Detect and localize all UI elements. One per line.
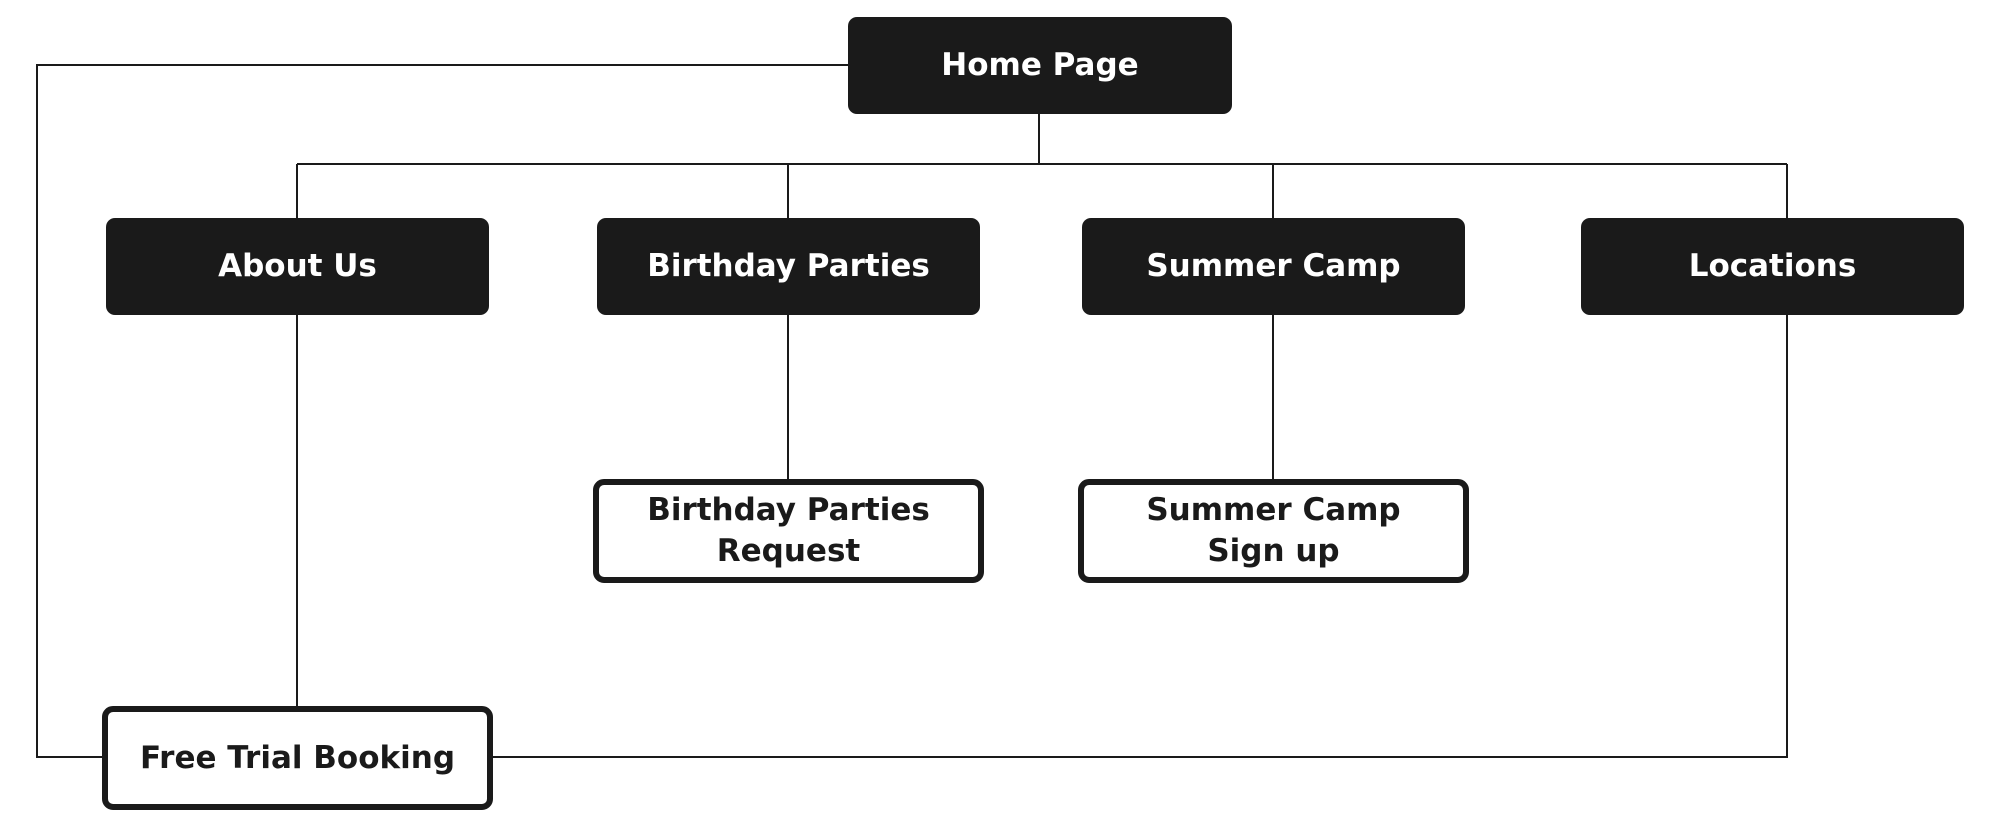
free-trial-booking-label: Free Trial Booking <box>139 739 456 776</box>
free-trial-booking-node: Free Trial Booking <box>102 706 493 810</box>
about-us-node: About Us <box>106 218 489 315</box>
locations-label: Locations <box>1688 248 1857 284</box>
birthday-parties-node: Birthday Parties <box>597 218 980 315</box>
summer-camp-label: Summer Camp <box>1146 248 1401 284</box>
connector-home-to-free-trial <box>36 64 848 758</box>
about-us-label: About Us <box>218 248 377 284</box>
birthday-parties-label: Birthday Parties <box>647 248 930 284</box>
summer-camp-signup-node: Summer Camp Sign up <box>1078 479 1469 583</box>
birthday-parties-request-label: Birthday Parties Request <box>647 492 930 569</box>
summer-camp-node: Summer Camp <box>1082 218 1465 315</box>
home-page-node: Home Page <box>848 17 1232 114</box>
summer-camp-signup-label: Summer Camp Sign up <box>1146 492 1401 569</box>
locations-node: Locations <box>1581 218 1964 315</box>
birthday-parties-request-node: Birthday Parties Request <box>593 479 984 583</box>
home-page-label: Home Page <box>941 47 1139 83</box>
connector-locations-to-free-trial <box>490 314 1788 758</box>
